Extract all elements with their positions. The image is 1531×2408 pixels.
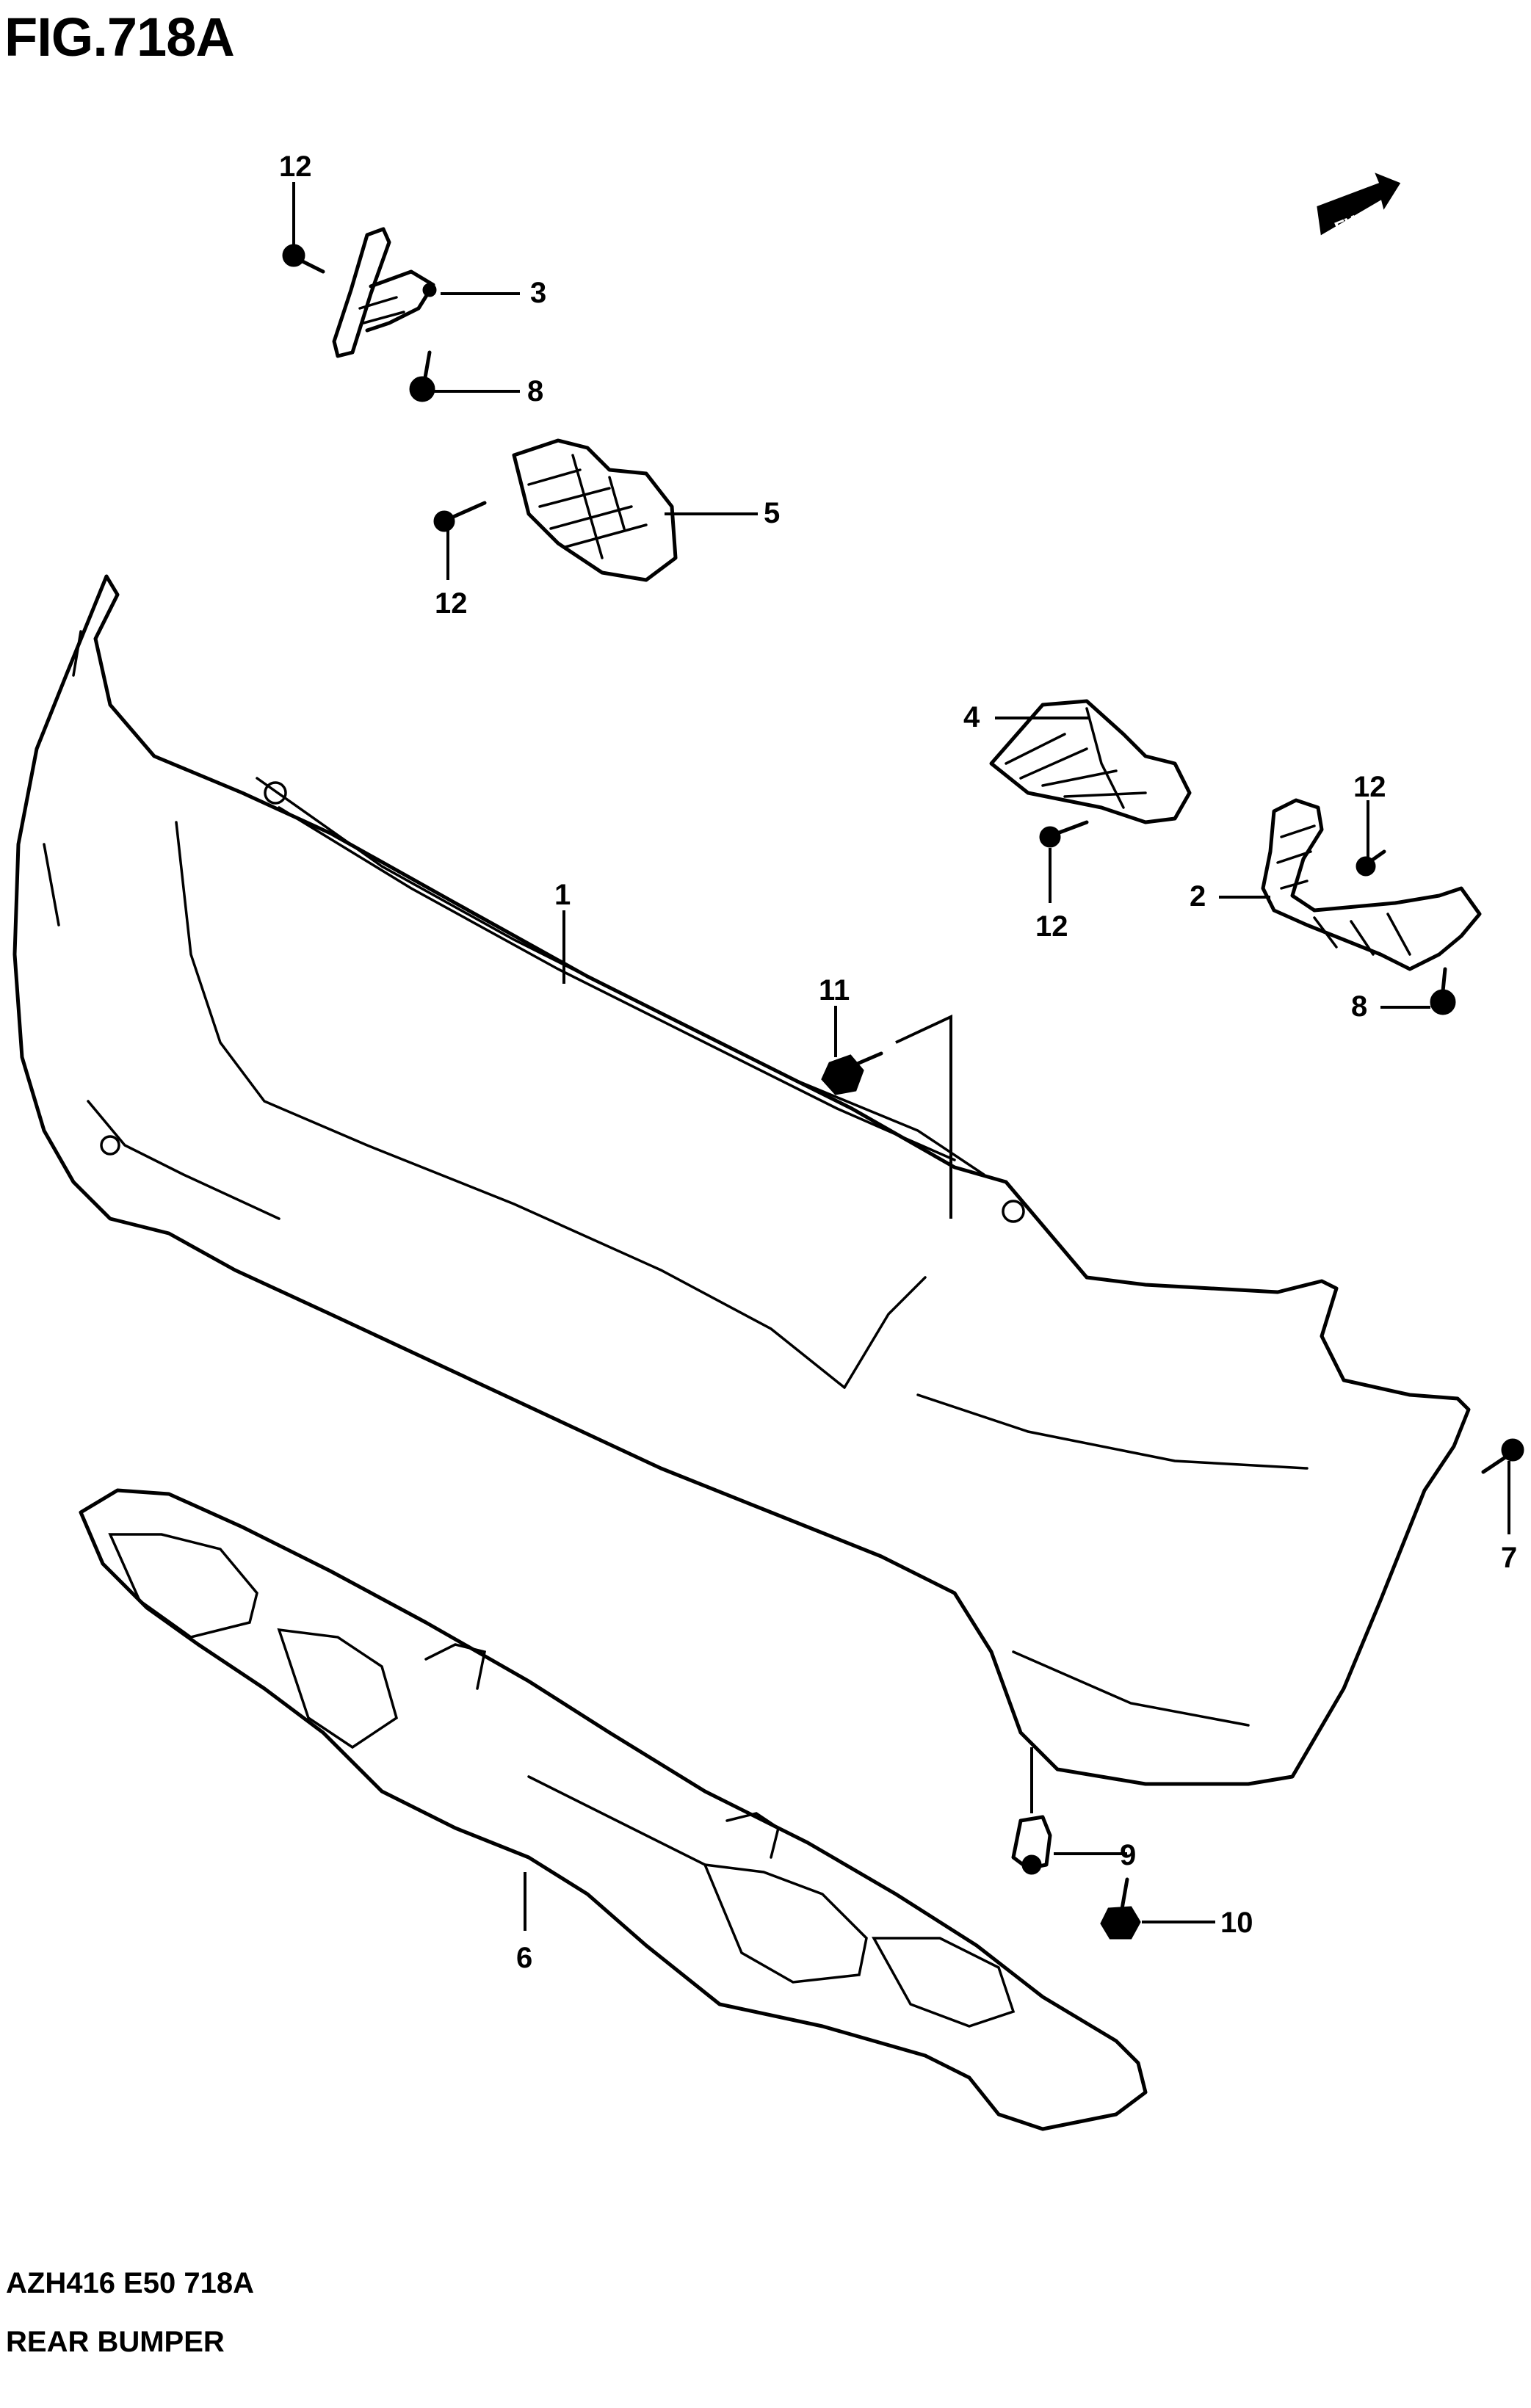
fwd-arrow-icon: FWD (1317, 173, 1401, 239)
callout-9: 9 (1120, 1839, 1136, 1871)
screw-icon-7 (1481, 1438, 1524, 1474)
diagram-title: REAR BUMPER (6, 2326, 225, 2358)
side-bracket-right (1261, 798, 1482, 971)
figure-title: FIG.718A (4, 7, 235, 68)
side-bracket-left (332, 227, 437, 358)
rear-diffuser (79, 1488, 1148, 2131)
bolt-icon-11 (821, 1051, 883, 1095)
callout-6: 6 (516, 1942, 532, 1974)
callout-10: 10 (1220, 1907, 1253, 1939)
callout-5: 5 (764, 497, 780, 529)
bracket-block-right (989, 699, 1192, 824)
screw-icon-12b (433, 501, 487, 532)
callout-11: 11 (819, 974, 850, 1007)
callout-1: 1 (554, 879, 571, 911)
bolt-icon-10 (1100, 1877, 1141, 1940)
callout-12-right-upper: 12 (1353, 771, 1386, 803)
screw-icon-8a (409, 350, 435, 402)
callout-8-left: 8 (527, 375, 543, 407)
callout-7: 7 (1501, 1542, 1517, 1574)
screw-icon-8b (1430, 967, 1456, 1015)
callout-2: 2 (1190, 880, 1206, 913)
leader-lines (292, 182, 1510, 1931)
callout-12-top-left: 12 (279, 150, 312, 183)
callout-12-center: 12 (1035, 910, 1068, 943)
screw-icon-12d (1356, 849, 1386, 877)
callout-4: 4 (963, 701, 980, 733)
callout-12-mid-left: 12 (435, 587, 468, 620)
diagram-code: AZH416 E50 718A (6, 2267, 254, 2299)
screw-icon-12a (282, 244, 325, 274)
bracket-block-left (512, 438, 678, 582)
screw-icon-12c (1039, 820, 1089, 848)
callout-3: 3 (530, 277, 546, 309)
callout-8-right: 8 (1351, 990, 1367, 1023)
clip-icon-9 (1011, 1815, 1052, 1875)
rear-bumper-cover (12, 574, 1471, 1786)
